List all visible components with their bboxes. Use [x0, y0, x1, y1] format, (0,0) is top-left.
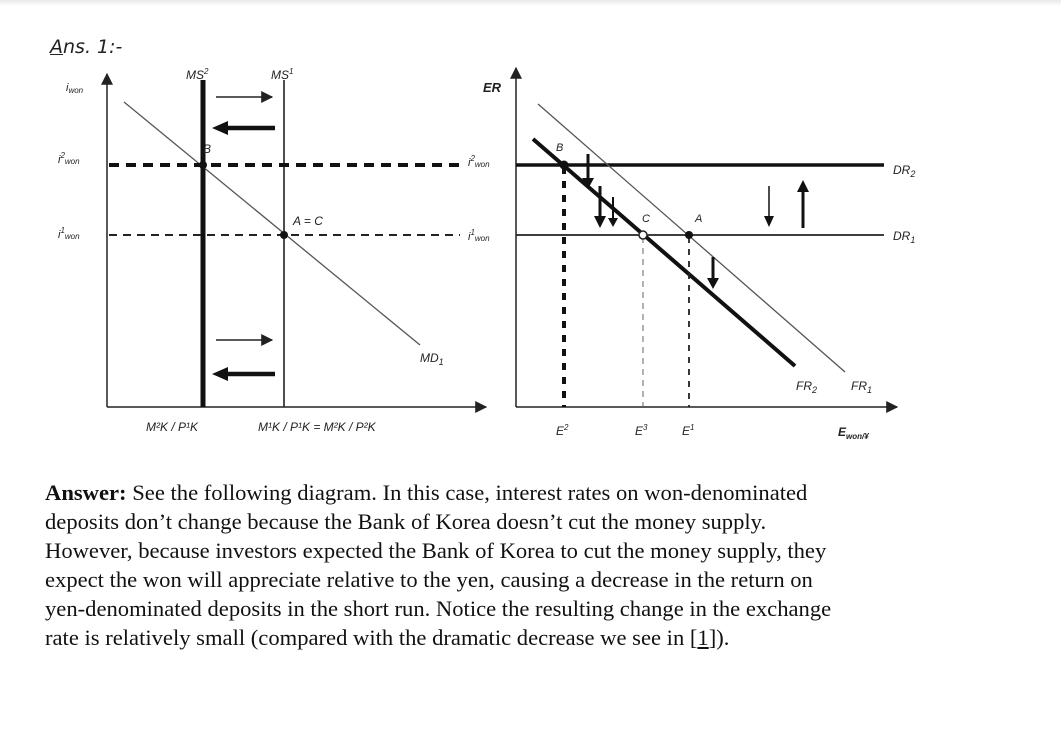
right-i2-label: i2won	[468, 154, 490, 169]
right-x-axis-label: Ewon/¥	[838, 425, 870, 441]
point-b-left	[199, 161, 207, 169]
dr1-label: DR1	[893, 229, 915, 245]
money-market-graph: iwon MS2 MS1 MD1 i2won i1won B A = C M²K…	[58, 67, 488, 434]
e1-label: E1	[682, 423, 694, 438]
point-c-right	[638, 230, 648, 240]
fx-market-graph: ER i2won i1won DR2 DR1 FR2 FR1 B C A	[468, 66, 915, 441]
fr2-label: FR2	[796, 379, 817, 395]
fr-shift-arrowhead-4	[707, 278, 719, 289]
answer-line-6: rate is relatively small (compared with …	[45, 625, 730, 650]
dr-shift-arrowhead-up	[797, 180, 809, 192]
diagram: iwon MS2 MS1 MD1 i2won i1won B A = C M²K…	[58, 66, 915, 441]
answer-line-3: However, because investors expected the …	[45, 538, 827, 563]
point-a-right-label: A	[694, 213, 702, 225]
point-ac-left	[280, 231, 288, 239]
shift-arrowhead-left-lower	[212, 367, 228, 381]
point-ac-label: A = C	[292, 214, 323, 228]
answer-line-4: expect the won will appreciate relative …	[45, 567, 813, 592]
top-edge	[0, 0, 1061, 6]
fr-shift-arrowhead-1	[582, 178, 594, 189]
fr-shift-arrowhead-3	[608, 218, 618, 227]
left-y-axis-label: iwon	[66, 82, 84, 95]
answer-line-2: deposits don’t change because the Bank o…	[45, 509, 767, 534]
e2-label: E2	[556, 423, 569, 438]
shift-arrowhead-left-upper	[212, 121, 228, 135]
ms1-label: MS1	[271, 67, 293, 82]
fr2-line	[531, 137, 797, 368]
left-x-label-2: M¹K / P¹K = M²K / P²K	[258, 420, 377, 434]
dr2-label: DR2	[893, 163, 915, 179]
point-b-left-label: B	[203, 142, 211, 156]
page-heading: Ans. 1:-	[50, 36, 122, 58]
md1-label: MD1	[420, 351, 444, 367]
heading-prefix: A	[50, 36, 63, 58]
answer-line-1: Answer: See the following diagram. In th…	[45, 480, 808, 505]
point-b-right-label: B	[556, 142, 563, 154]
fr-shift-arrowhead-2	[594, 216, 606, 228]
left-i2-label: i2won	[58, 151, 80, 166]
right-i1-label: i1won	[468, 228, 490, 243]
fr1-label: FR1	[851, 379, 872, 395]
answer-label: Answer:	[45, 480, 127, 505]
e3-label: E3	[635, 423, 648, 438]
point-a-right	[685, 231, 693, 239]
reference-link[interactable]: 1	[697, 625, 709, 650]
point-b-right	[559, 160, 569, 170]
answer-line-5: yen-denominated deposits in the short ru…	[45, 596, 832, 621]
dr-shift-arrowhead-down	[764, 216, 774, 227]
ms2-label: MS2	[186, 67, 209, 82]
left-i1-label: i1won	[58, 226, 80, 241]
md1-demand-line	[123, 101, 421, 346]
point-c-right-label: C	[642, 213, 650, 225]
right-y-axis-label: ER	[483, 80, 502, 95]
heading-rest: ns. 1:-	[63, 36, 123, 58]
answer-paragraph: Answer: See the following diagram. In th…	[45, 478, 1005, 652]
left-x-label-1: M²K / P¹K	[146, 420, 199, 434]
